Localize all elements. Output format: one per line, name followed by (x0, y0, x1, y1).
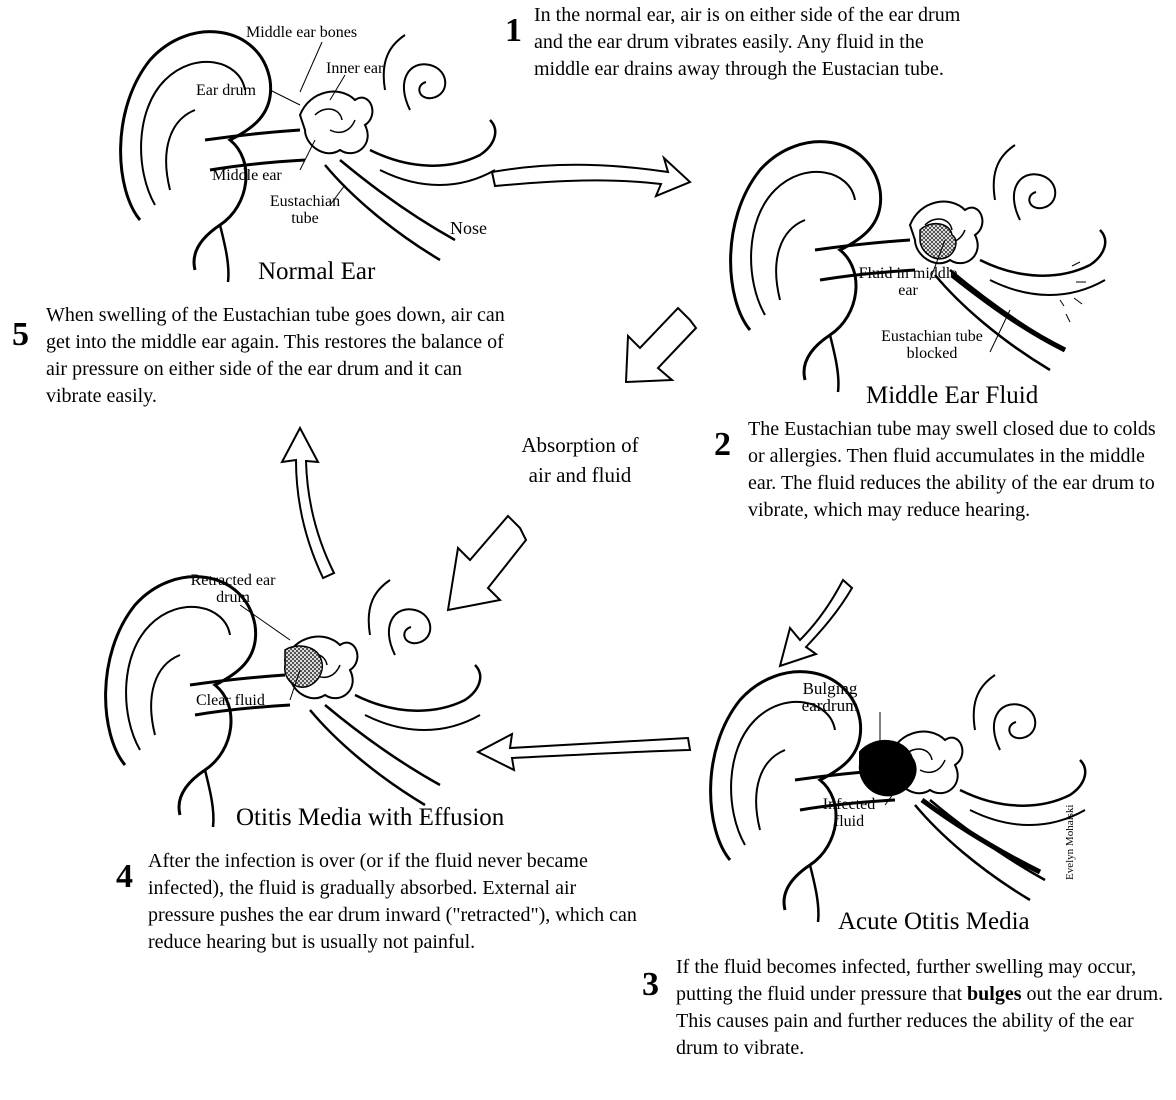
otitis-media-effusion-drawing (106, 577, 481, 827)
label-nose: Nose (450, 220, 487, 237)
label-fluid-in-middle-ear: Fluid in middle ear (848, 265, 968, 299)
label-clear-fluid: Clear fluid (196, 692, 265, 709)
artist-signature: Evelyn Mohalski (1064, 805, 1076, 880)
label-eustachian-tube-blocked: Eustachian tube blocked (870, 328, 994, 362)
normal-ear-drawing (121, 32, 496, 282)
arrow-acute-to-effusion (478, 734, 690, 770)
label-retracted-ear-drum: Retracted ear drum (186, 572, 280, 606)
stage1-title: Normal Ear (258, 256, 375, 287)
stage2-number: 2 (714, 428, 731, 462)
stage2-description: The Eustachian tube may swell closed due… (748, 416, 1176, 524)
stage4-title: Otitis Media with Effusion (236, 802, 504, 833)
stage1-number: 1 (505, 14, 522, 48)
label-bulging-eardrum: Bulging eardrum (780, 680, 880, 714)
stage3-title: Acute Otitis Media (838, 906, 1030, 937)
absorption-label: Absorption of air and fluid (510, 430, 650, 490)
stage3-description: If the fluid becomes infected, further s… (676, 954, 1172, 1062)
label-eustachian-tube: Eustachian tube (262, 193, 348, 227)
label-infected-fluid: Infected fluid (806, 796, 892, 830)
stage4-description: After the infection is over (or if the f… (148, 848, 638, 956)
stage5-number: 5 (12, 318, 29, 352)
label-inner-ear: Inner ear (326, 60, 383, 77)
label-middle-ear: Middle ear (212, 167, 282, 184)
label-middle-ear-bones: Middle ear bones (246, 24, 357, 41)
acute-otitis-media-drawing (711, 672, 1086, 922)
arrow-fluid-absorption-1 (626, 308, 696, 382)
stage5-description: When swelling of the Eustachian tube goe… (46, 302, 520, 410)
stage2-title: Middle Ear Fluid (866, 380, 1038, 411)
stage4-number: 4 (116, 860, 133, 894)
arrow-normal-to-fluid (492, 158, 690, 196)
arrow-fluid-absorption-2 (448, 516, 526, 610)
stage3-text-bold: bulges (967, 983, 1021, 1005)
stage1-description: In the normal ear, air is on either side… (534, 2, 974, 83)
arrow-effusion-to-recovery (282, 428, 334, 578)
label-ear-drum: Ear drum (196, 82, 256, 99)
arrow-fluid-to-acute (780, 580, 852, 666)
stage3-number: 3 (642, 968, 659, 1002)
